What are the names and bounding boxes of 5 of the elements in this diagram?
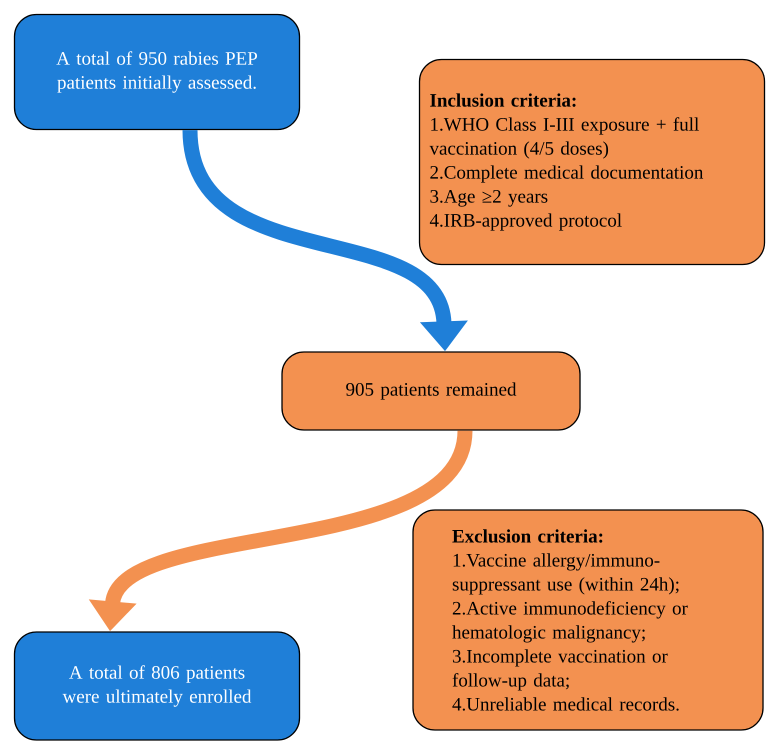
criteria-box: Exclusion criteria: 1.Vaccine allergy/immuno-suppressant use (within 24h); 2.Active immunodeficiency or hematologic malignancy; 3.Incomplete vaccination or follow-up data; 4.Unreliable medical records.	[412, 509, 764, 731]
process-box: A total of 950 rabies PEP patients initially assessed.	[14, 14, 300, 130]
process-box: 905 patients remained	[281, 351, 581, 431]
process-box: A total of 806 patients were ultimately enrolled	[14, 631, 300, 741]
criteria-box: Inclusion criteria: 1.WHO Class I-III exposure + full vaccination (4/5 doses) 2.Complete medical documentation 3.Age ≥2 years 4.IRB-approved protocol	[418, 58, 766, 266]
